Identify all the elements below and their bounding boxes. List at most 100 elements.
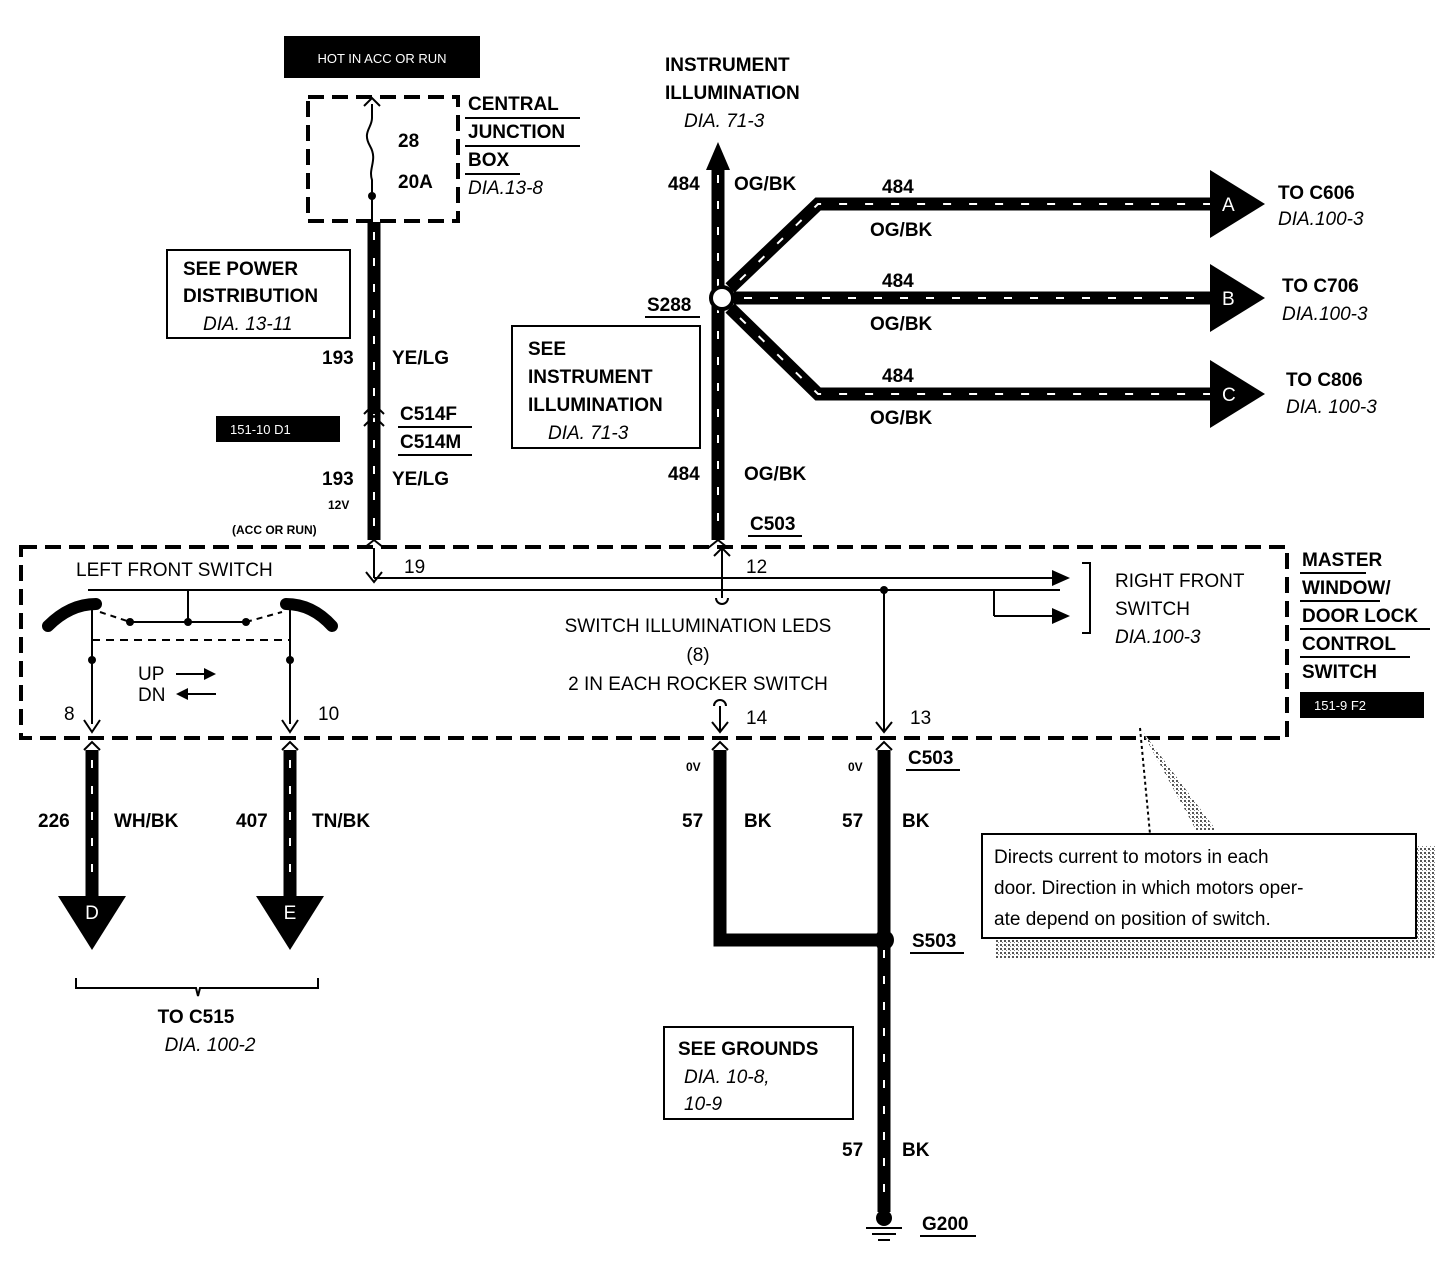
see-illumination-line2: INSTRUMENT bbox=[528, 367, 653, 388]
c514-connector-symbol bbox=[363, 402, 385, 427]
note-line1: Directs current to motors in each bbox=[994, 847, 1269, 868]
see-grounds-line2: DIA. 10-8, bbox=[684, 1067, 770, 1088]
zero-volt-left: 0V bbox=[686, 760, 701, 774]
branch-b-color: OG/BK bbox=[870, 314, 933, 335]
pin-13: 13 bbox=[910, 708, 931, 729]
output-e-letter: E bbox=[284, 903, 297, 924]
rocker-switch-right bbox=[280, 598, 338, 632]
master-title-line4: CONTROL bbox=[1302, 634, 1396, 655]
illumination-circuit-lower: 484 bbox=[668, 464, 700, 485]
ground-g200: G200 bbox=[922, 1214, 968, 1235]
master-title-line1: MASTER bbox=[1302, 550, 1383, 571]
illumination-title-line1: INSTRUMENT bbox=[665, 55, 790, 76]
power-distribution-box bbox=[166, 249, 351, 339]
see-grounds-line3: 10-9 bbox=[684, 1094, 722, 1115]
output-d-arrow bbox=[58, 896, 126, 950]
master-title-line3: DOOR LOCK bbox=[1302, 606, 1418, 627]
pin-8: 8 bbox=[64, 704, 75, 725]
connector-c503-lower: C503 bbox=[908, 748, 953, 769]
ground-color-bottom: BK bbox=[902, 1140, 930, 1161]
hot-label: HOT IN ACC OR RUN bbox=[317, 51, 446, 66]
branch-a-ref: DIA.100-3 bbox=[1278, 209, 1364, 230]
master-grid-ref-box bbox=[1300, 692, 1424, 718]
central-junction-box-outline bbox=[306, 95, 460, 223]
branch-c-circuit: 484 bbox=[882, 366, 914, 387]
branch-b-circuit: 484 bbox=[882, 271, 914, 292]
leds-line2: (8) bbox=[686, 645, 709, 666]
connector-c514m: C514M bbox=[400, 432, 461, 453]
to-c515-ref: DIA. 100-2 bbox=[165, 1035, 256, 1056]
master-switch-outline bbox=[19, 545, 1289, 740]
splice-s503: S503 bbox=[912, 931, 956, 952]
ground-color-right: BK bbox=[902, 811, 930, 832]
feed-grid-ref: 151-10 D1 bbox=[230, 422, 291, 437]
branch-c-color: OG/BK bbox=[870, 408, 933, 429]
branch-b-dest: TO C706 bbox=[1282, 276, 1359, 297]
splice-s288-dot bbox=[709, 285, 735, 311]
feed-circuit-lower: 193 bbox=[322, 469, 354, 490]
cjb-ref: DIA.13-8 bbox=[468, 178, 543, 199]
branch-c-ref: DIA. 100-3 bbox=[1286, 397, 1377, 418]
illumination-ref: DIA. 71-3 bbox=[684, 111, 765, 132]
note-line2: door. Direction in which motors oper- bbox=[994, 878, 1303, 899]
cjb-title-line1: CENTRAL bbox=[468, 94, 559, 115]
pin-19: 19 bbox=[404, 557, 425, 578]
note-pointer bbox=[1140, 728, 1216, 830]
output-d-color: WH/BK bbox=[114, 811, 179, 832]
connector-c503-upper: C503 bbox=[750, 514, 795, 535]
ground-circuit-bottom: 57 bbox=[842, 1140, 863, 1161]
pin-14: 14 bbox=[746, 708, 768, 729]
ground-color-left: BK bbox=[744, 811, 772, 832]
feed-condition: (ACC OR RUN) bbox=[232, 523, 317, 537]
see-grounds-box bbox=[663, 1026, 854, 1120]
branch-c-letter: C bbox=[1222, 385, 1236, 406]
branch-a-wire bbox=[725, 197, 1220, 293]
ground-circuit-right: 57 bbox=[842, 811, 863, 832]
illumination-circuit-upper: 484 bbox=[668, 174, 700, 195]
dn-label: DN bbox=[138, 685, 165, 706]
ground-symbol bbox=[866, 1210, 902, 1241]
to-c515-bracket bbox=[75, 978, 319, 997]
right-front-switch-ref: DIA.100-3 bbox=[1115, 627, 1201, 648]
illumination-arrow-up bbox=[706, 142, 730, 170]
hot-label-box bbox=[284, 36, 480, 78]
leds-line1: SWITCH ILLUMINATION LEDS bbox=[565, 616, 832, 637]
see-illumination-ref: DIA. 71-3 bbox=[548, 423, 629, 444]
power-distribution-line1: SEE POWER bbox=[183, 259, 298, 280]
branch-b-ref: DIA.100-3 bbox=[1282, 304, 1368, 325]
branch-c-dest: TO C806 bbox=[1286, 370, 1363, 391]
master-grid-ref: 151-9 F2 bbox=[1314, 698, 1366, 713]
note-box bbox=[981, 833, 1417, 939]
output-d-circuit: 226 bbox=[38, 811, 70, 832]
output-d-letter: D bbox=[85, 903, 99, 924]
output-e-arrow bbox=[256, 896, 324, 950]
splice-s288: S288 bbox=[647, 295, 691, 316]
master-title-line2: WINDOW/ bbox=[1302, 578, 1391, 599]
see-illumination-line1: SEE bbox=[528, 339, 566, 360]
branch-b-arrow bbox=[1210, 264, 1265, 332]
rocker-switch-left bbox=[42, 598, 102, 632]
splice-s503-dot bbox=[874, 930, 894, 950]
ground-circuit-left: 57 bbox=[682, 811, 703, 832]
branch-c-wire bbox=[725, 303, 1220, 401]
illumination-color-upper: OG/BK bbox=[734, 174, 797, 195]
connector-c514f: C514F bbox=[400, 404, 457, 425]
illumination-color-lower: OG/BK bbox=[744, 464, 807, 485]
feed-color-lower: YE/LG bbox=[392, 469, 449, 490]
cjb-title-line3: BOX bbox=[468, 150, 510, 171]
output-e-circuit: 407 bbox=[236, 811, 268, 832]
leds-line3: 2 IN EACH ROCKER SWITCH bbox=[568, 674, 828, 695]
to-c515-label: TO C515 bbox=[158, 1007, 235, 1028]
fuse-rating: 20A bbox=[398, 172, 433, 193]
feed-color-upper: YE/LG bbox=[392, 348, 449, 369]
output-e-color: TN/BK bbox=[312, 811, 370, 832]
branch-a-color: OG/BK bbox=[870, 220, 933, 241]
power-distribution-line2: DISTRIBUTION bbox=[183, 286, 318, 307]
right-front-switch-line2: SWITCH bbox=[1115, 599, 1190, 620]
note-line3: ate depend on position of switch. bbox=[994, 909, 1271, 930]
feed-grid-ref-box bbox=[216, 416, 340, 442]
see-illumination-box bbox=[511, 325, 701, 449]
branch-a-circuit: 484 bbox=[882, 177, 914, 198]
left-front-switch-label: LEFT FRONT SWITCH bbox=[76, 560, 273, 581]
